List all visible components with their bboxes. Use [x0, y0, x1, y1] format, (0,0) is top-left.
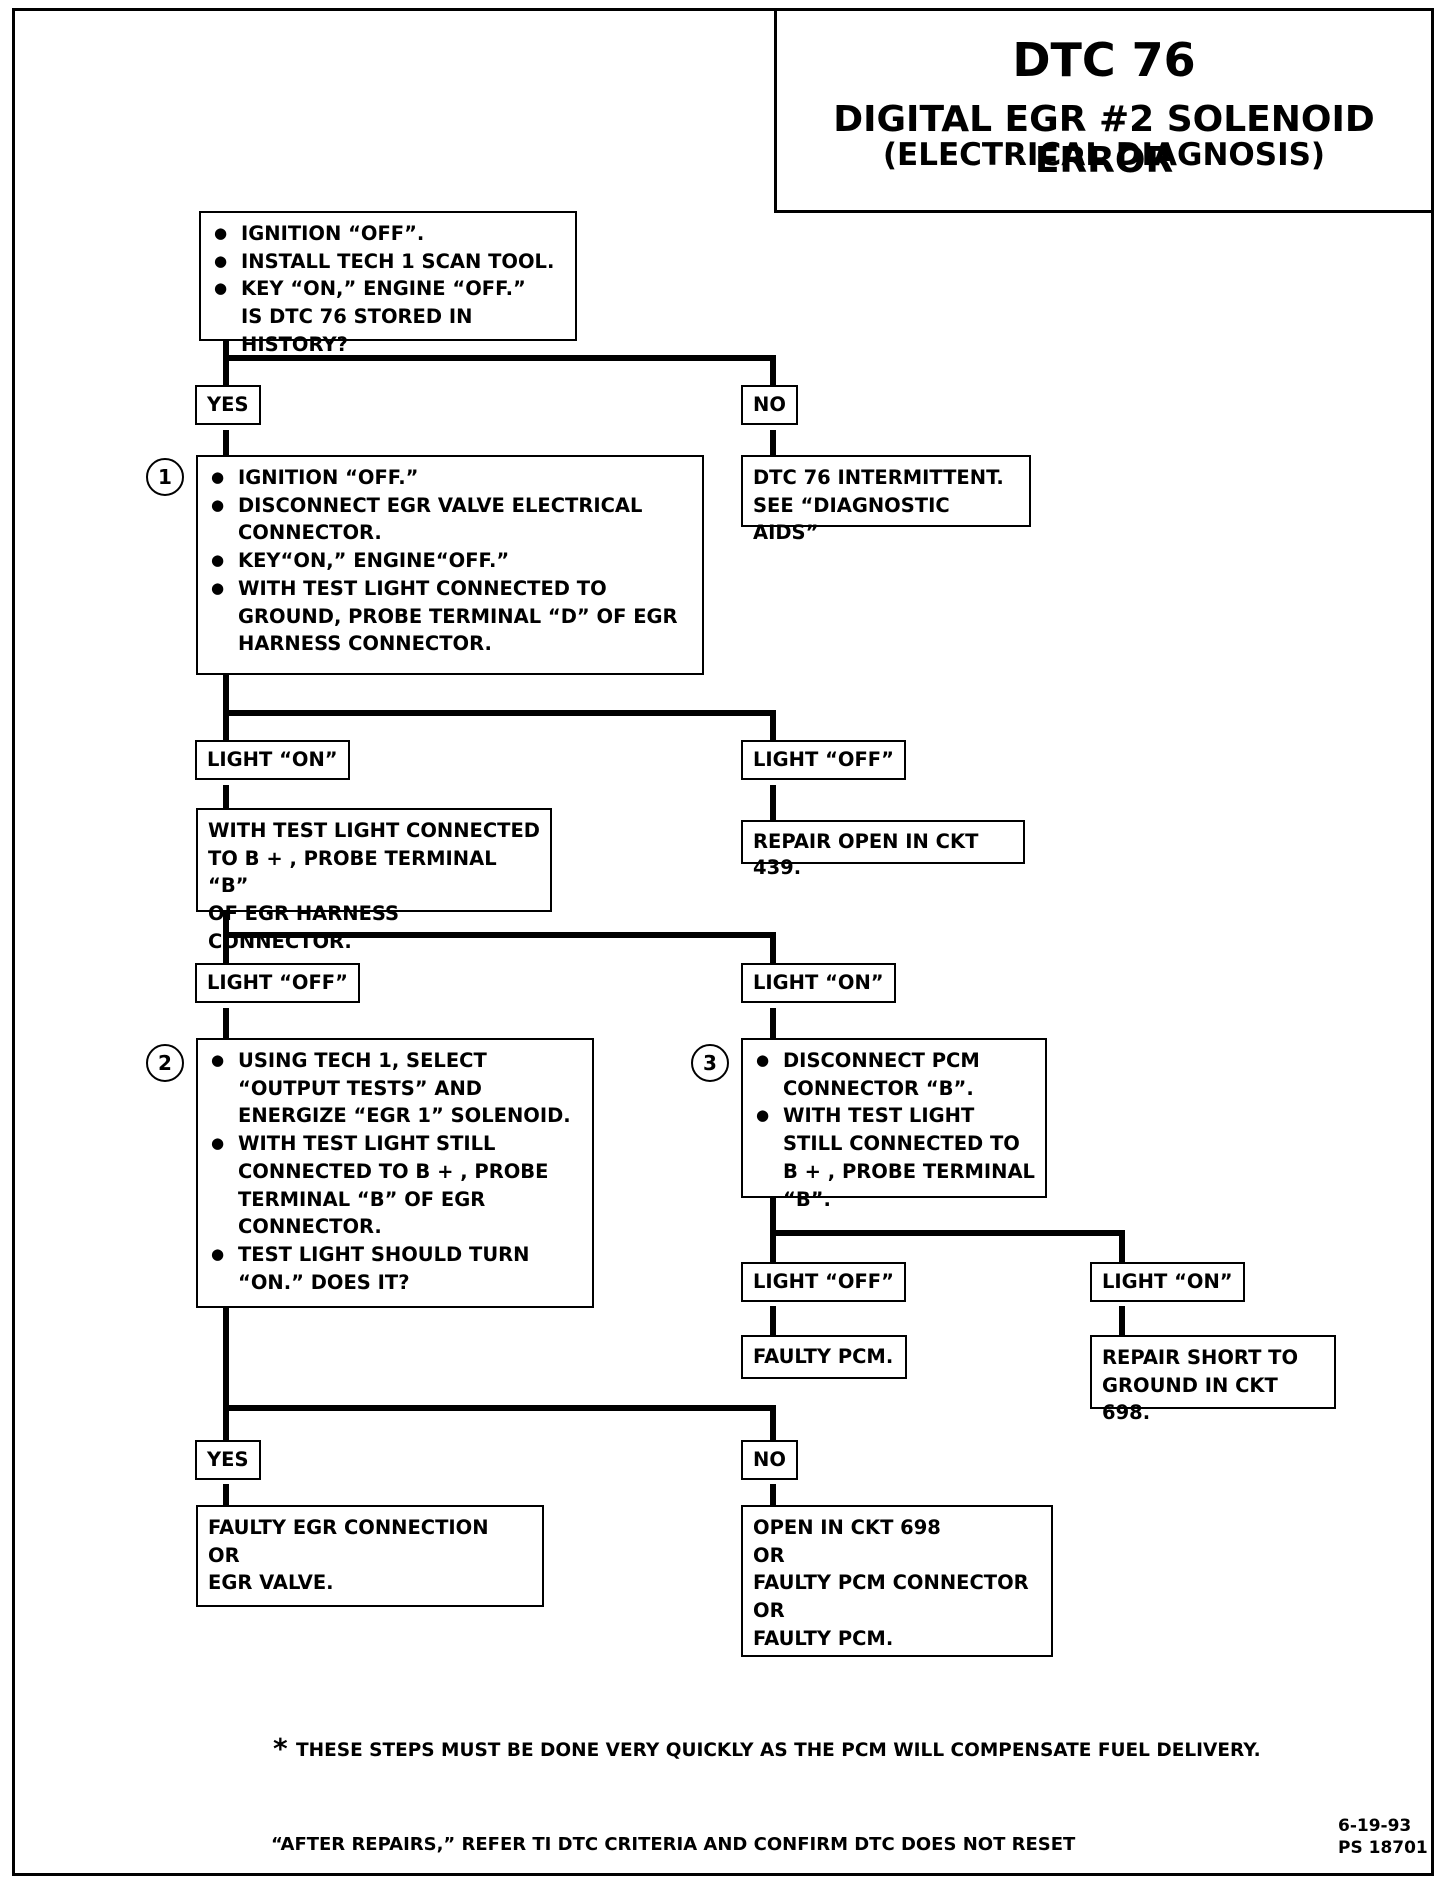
step-1-item: DISCONNECT EGR VALVE ELECTRICAL CONNECTO…	[208, 492, 692, 547]
intermittent-line: DTC 76 INTERMITTENT.	[753, 466, 1004, 489]
page-title: DTC 76	[1012, 33, 1196, 87]
probe-b-line: WITH TEST LIGHT CONNECTED	[208, 819, 540, 842]
repair-open-439-box: REPAIR OPEN IN CKT 439.	[741, 820, 1025, 879]
step-3-item: WITH TEST LIGHT STILL CONNECTED TO B + ,…	[753, 1102, 1035, 1213]
page-frame	[12, 8, 1434, 1876]
probe-b-line: TO B + , PROBE TERMINAL “B”	[208, 846, 497, 898]
open-698-box: OPEN IN CKT 698 OR FAULTY PCM CONNECTOR …	[741, 1505, 1053, 1657]
title-box: DTC 76 DIGITAL EGR #2 SOLENOID ERROR (EL…	[774, 8, 1434, 213]
light-on-label: LIGHT “ON”	[195, 740, 350, 780]
faulty-egr-box: FAULTY EGR CONNECTION OR EGR VALVE.	[196, 1505, 544, 1607]
open-698-line: FAULTY PCM.	[753, 1626, 894, 1650]
intermittent-box: DTC 76 INTERMITTENT. SEE “DIAGNOSTIC AID…	[741, 455, 1031, 544]
faulty-egr-line: EGR VALVE.	[208, 1571, 334, 1595]
page-subtitle-2: (ELECTRICAL DIAGNOSIS)	[882, 137, 1326, 173]
faulty-egr-line: FAULTY EGR CONNECTION	[208, 1516, 489, 1539]
intermittent-line: SEE “DIAGNOSTIC AIDS”	[753, 493, 950, 545]
step-3-box: DISCONNECT PCM CONNECTOR “B”. WITH TEST …	[741, 1038, 1047, 1211]
step-number-3: 3	[691, 1044, 729, 1082]
repair-short-line: REPAIR SHORT TO	[1102, 1346, 1299, 1369]
page-subtitle: DIGITAL EGR #2 SOLENOID ERROR	[833, 99, 1375, 181]
open-698-line: OPEN IN CKT 698	[753, 1516, 941, 1539]
step-3-item: DISCONNECT PCM CONNECTOR “B”.	[753, 1047, 1035, 1102]
step-start-item: INSTALL TECH 1 SCAN TOOL.	[211, 248, 565, 276]
yes-label: YES	[195, 1440, 261, 1480]
after-repairs-note: “AFTER REPAIRS,” REFER TI DTC CRITERIA A…	[271, 1834, 1076, 1855]
no-label: NO	[741, 1440, 798, 1480]
footnote-asterisk: *	[273, 1732, 288, 1765]
step-1-item: IGNITION “OFF.”	[208, 464, 692, 492]
ps-number: PS 18701	[1338, 1838, 1428, 1858]
step-2-item: TEST LIGHT SHOULD TURN “ON.” DOES IT?	[208, 1241, 582, 1296]
step-1-box: IGNITION “OFF.” DISCONNECT EGR VALVE ELE…	[196, 455, 704, 675]
step-start-item: KEY “ON,” ENGINE “OFF.”	[211, 275, 565, 303]
step-start-question: IS DTC 76 STORED IN HISTORY?	[241, 305, 473, 356]
no-label: NO	[741, 385, 798, 425]
step-2-box: USING TECH 1, SELECT “OUTPUT TESTS” AND …	[196, 1038, 594, 1308]
step-start-item: IGNITION “OFF”.	[211, 220, 565, 248]
footnote-text: THESE STEPS MUST BE DONE VERY QUICKLY AS…	[296, 1740, 1261, 1761]
repair-open-439-text: REPAIR OPEN IN CKT 439.	[753, 830, 979, 879]
step-2-item: USING TECH 1, SELECT “OUTPUT TESTS” AND …	[208, 1047, 582, 1130]
repair-short-box: REPAIR SHORT TO GROUND IN CKT 698.	[1090, 1335, 1336, 1424]
faulty-egr-line: OR	[208, 1543, 240, 1567]
step-start-box: IGNITION “OFF”. INSTALL TECH 1 SCAN TOOL…	[199, 211, 577, 356]
light-off-label: LIGHT “OFF”	[195, 963, 360, 1003]
light-on-label: LIGHT “ON”	[1090, 1262, 1245, 1302]
faulty-pcm-box: FAULTY PCM.	[741, 1335, 907, 1379]
step-1-item: WITH TEST LIGHT CONNECTED TO GROUND, PRO…	[208, 575, 692, 658]
step-1-item: KEY“ON,” ENGINE“OFF.”	[208, 547, 692, 575]
faulty-pcm-text: FAULTY PCM.	[753, 1345, 894, 1368]
open-698-line: OR	[753, 1599, 785, 1623]
repair-short-line: GROUND IN CKT 698.	[1102, 1373, 1278, 1425]
revision-date: 6-19-93	[1338, 1816, 1412, 1836]
light-off-label: LIGHT “OFF”	[741, 740, 906, 780]
step-number-1: 1	[146, 458, 184, 496]
step-number-2: 2	[146, 1044, 184, 1082]
probe-b-box: WITH TEST LIGHT CONNECTED TO B + , PROBE…	[196, 808, 552, 953]
light-off-label: LIGHT “OFF”	[741, 1262, 906, 1302]
step-2-item: WITH TEST LIGHT STILL CONNECTED TO B + ,…	[208, 1130, 582, 1241]
light-on-label: LIGHT “ON”	[741, 963, 896, 1003]
yes-label: YES	[195, 385, 261, 425]
open-698-line: OR	[753, 1543, 785, 1567]
open-698-line: FAULTY PCM CONNECTOR	[753, 1571, 1029, 1595]
probe-b-line: OF EGR HARNESS CONNECTOR.	[208, 902, 400, 953]
